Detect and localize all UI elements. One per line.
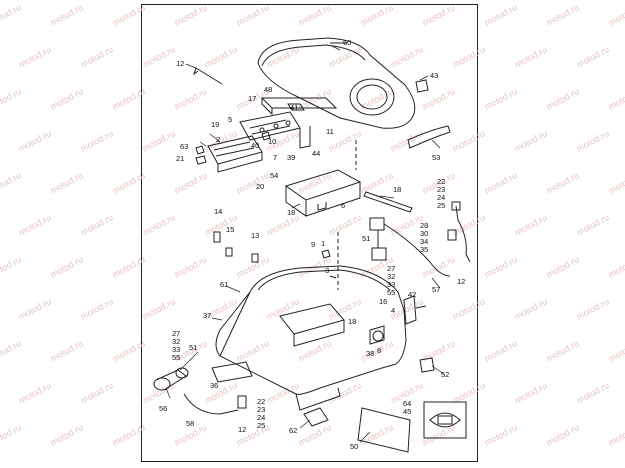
assembly-centerline (337, 140, 357, 290)
part-22b (237, 395, 247, 409)
label-22-23-24-25-bottom: 22 23 24 25 (257, 397, 266, 430)
part-56 (153, 367, 189, 391)
saddlebag-body (215, 265, 407, 411)
label-17: 17 (248, 94, 257, 103)
label-48: 48 (264, 85, 273, 94)
emblem-64 (423, 401, 467, 439)
label-43: 43 (430, 71, 439, 80)
label-18-rod: 18 (393, 185, 402, 194)
part-50 (357, 407, 411, 453)
part-58 (183, 393, 239, 415)
label-13: 13 (251, 231, 260, 240)
label-11: 11 (326, 127, 334, 136)
label-63: 63 (180, 142, 189, 151)
label-2: 2 (216, 135, 221, 144)
diagram-frame (141, 4, 478, 462)
small-parts (213, 231, 337, 279)
label-54: 54 (270, 171, 279, 180)
label-64-45: 64 45 (403, 399, 412, 416)
label-57: 57 (432, 285, 441, 294)
label-18-liner: 18 (287, 208, 296, 217)
label-60: 60 (343, 38, 352, 47)
lid-part (257, 37, 416, 129)
label-61: 61 (220, 280, 229, 289)
label-15: 15 (226, 225, 235, 234)
label-21: 21 (176, 154, 185, 163)
label-16: 16 (379, 297, 388, 306)
label-36: 36 (210, 381, 219, 390)
label-44: 44 (312, 149, 321, 158)
label-37: 37 (203, 311, 212, 320)
label-1: 1 (321, 239, 326, 248)
cable-22 (447, 201, 471, 263)
label-40: 40 (251, 141, 260, 150)
label-3: 3 (325, 266, 330, 275)
part-42 (403, 295, 427, 325)
label-4: 4 (391, 306, 396, 315)
label-28-30-34-35: 28 30 34 35 (420, 221, 429, 254)
label-39: 39 (287, 153, 296, 162)
hinge-assembly (239, 97, 338, 149)
part-52 (419, 357, 435, 373)
part-43 (415, 79, 429, 93)
label-10: 10 (268, 137, 277, 146)
label-51-left: 51 (189, 343, 198, 352)
label-41: 41 (290, 103, 299, 112)
label-50: 50 (350, 442, 359, 451)
label-18-body: 18 (348, 317, 357, 326)
latch-assembly (195, 131, 271, 173)
label-12-bottom: 12 (238, 425, 247, 434)
label-14: 14 (214, 207, 223, 216)
part-18-liner (284, 169, 362, 217)
part-62 (303, 407, 329, 427)
part-36 (211, 361, 253, 383)
label-20: 20 (256, 182, 265, 191)
label-9: 9 (311, 240, 316, 249)
label-62: 62 (289, 426, 298, 435)
label-42: 42 (408, 290, 417, 299)
label-22-23-24-25-top: 22 23 24 25 (437, 177, 446, 210)
label-58: 58 (186, 419, 195, 428)
label-8: 8 (377, 346, 382, 355)
part-53 (407, 125, 451, 149)
label-27-32-33-55-left: 27 32 33 55 (172, 329, 181, 362)
label-12: 12 (176, 59, 185, 68)
label-53: 53 (432, 153, 441, 162)
wiring-57 (369, 217, 451, 277)
part-12-rod (193, 67, 223, 85)
part-18-rod (363, 191, 413, 213)
label-38: 38 (366, 349, 375, 358)
label-27-32-33-55-top: 27 32 33 55 (387, 264, 396, 297)
leader-lines (165, 45, 445, 443)
label-5: 5 (228, 115, 233, 124)
label-12-right: 12 (457, 277, 466, 286)
label-6: 6 (341, 201, 346, 210)
label-52: 52 (441, 370, 450, 379)
label-19: 19 (211, 120, 220, 129)
label-7: 7 (273, 153, 278, 162)
label-51-top: 51 (362, 234, 371, 243)
label-56: 56 (159, 404, 168, 413)
